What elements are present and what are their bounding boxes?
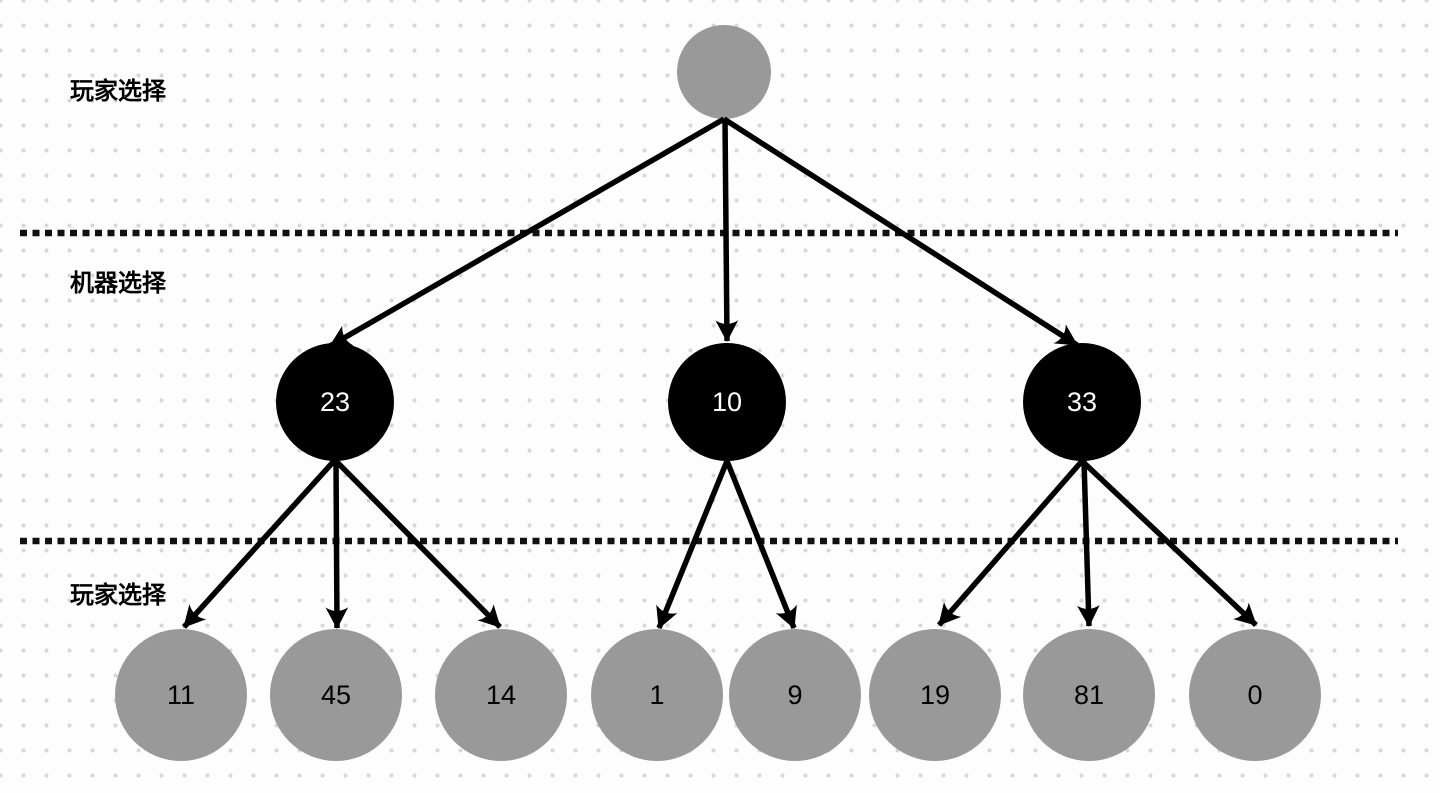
edge-machine-1-to-leaf-3 [334,459,502,629]
edge-machine-2-to-leaf-4 [656,459,730,630]
edge-machine-2-to-leaf-5 [724,459,797,630]
edge-machine-3-to-leaf-8 [1080,458,1258,628]
edge-root-to-machine-3 [722,116,1079,348]
leaf-node-2: 45 [270,629,402,761]
machine-node-3: 33 [1023,343,1141,461]
band-label-player-top: 玩家选择 [70,78,166,105]
band-label-machine: 机器选择 [70,270,166,297]
leaf-node-3: 14 [435,629,567,761]
tree-root-node [677,25,771,119]
edge-machine-3-to-leaf-6 [936,459,1085,627]
leaf-node-8: 0 [1189,629,1321,761]
leaf-node-7: 81 [1023,629,1155,761]
edge-root-to-machine-1 [328,116,726,349]
edge-machine-1-to-leaf-2 [325,460,349,630]
edge-machine-3-to-leaf-7 [1077,460,1100,628]
band-label-player-bottom: 玩家选择 [70,582,166,609]
leaf-node-1: 11 [115,629,247,761]
leaf-node-4: 1 [591,629,723,761]
edge-root-to-machine-2 [715,118,739,343]
leaf-node-5: 9 [729,629,861,761]
edge-machine-1-to-leaf-1 [181,459,337,629]
machine-node-1: 23 [276,343,394,461]
leaf-node-6: 19 [869,629,1001,761]
machine-node-2: 10 [668,343,786,461]
